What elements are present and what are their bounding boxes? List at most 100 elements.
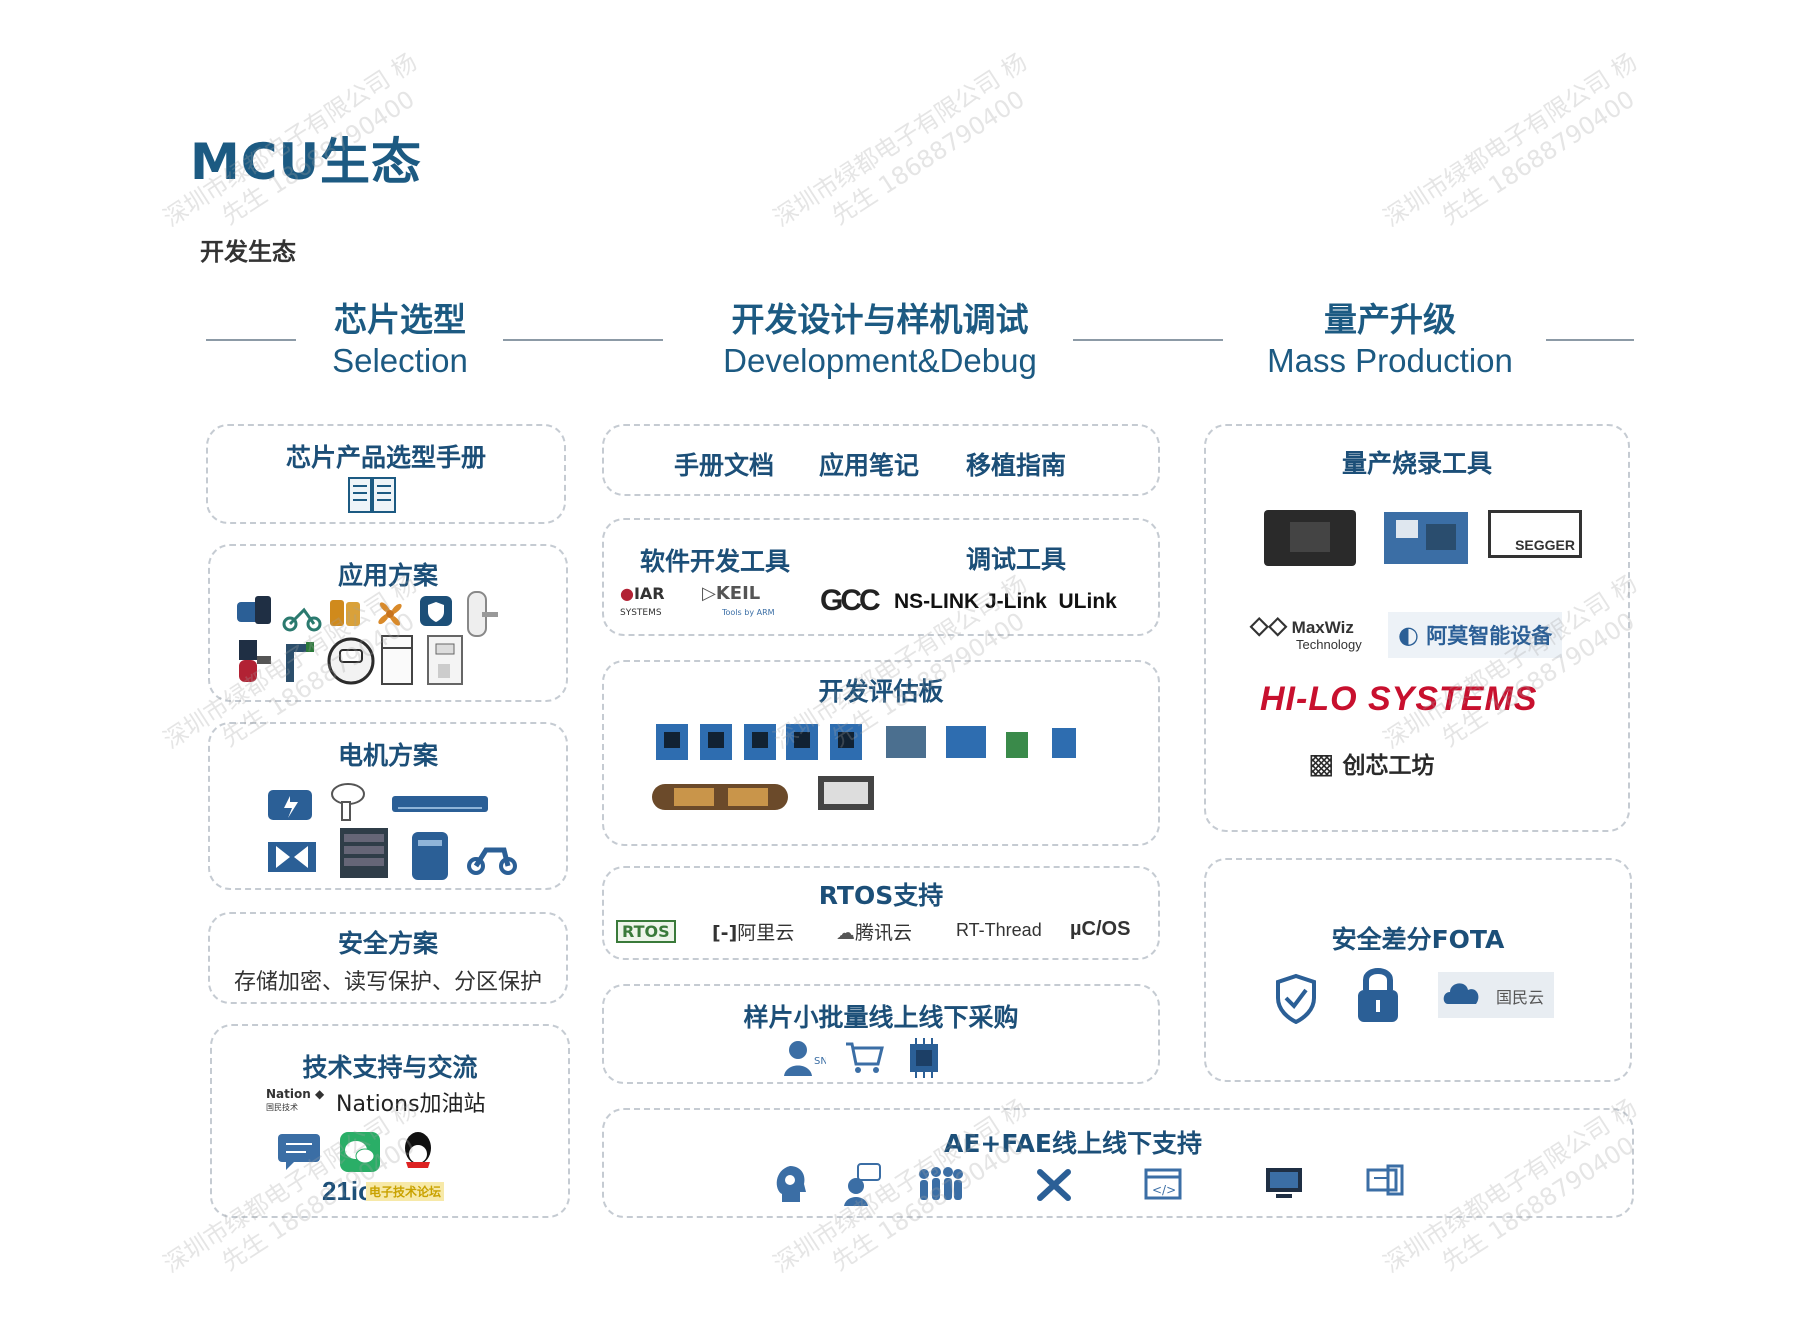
watermark: 深圳市绿都电子有限公司 杨先生 18688790400 bbox=[768, 47, 1032, 233]
tencent-cloud-logo: ☁腾讯云 bbox=[836, 922, 913, 944]
21ic-logo-label: 电子技术论坛 bbox=[366, 1182, 445, 1201]
security-device-icon bbox=[416, 592, 456, 632]
controller-icon bbox=[266, 786, 314, 826]
header-divider bbox=[1073, 339, 1223, 341]
dev-ae-support-card[interactable]: AE+FAE线上线下支持 </> bbox=[602, 1108, 1634, 1218]
column-header-production: 量产升级 Mass Production bbox=[1240, 300, 1540, 382]
page-subtitle: 开发生态 bbox=[200, 238, 296, 266]
card-title: 开发评估板 bbox=[818, 677, 944, 706]
support-agent-icon bbox=[844, 1162, 884, 1206]
card-title: 技术支持与交流 bbox=[302, 1053, 478, 1082]
column-title-en: Selection bbox=[332, 342, 468, 379]
national-cloud-label: 国民云 bbox=[1496, 988, 1545, 1007]
remote-desktop-icon bbox=[1366, 1164, 1406, 1202]
code-icon: </> bbox=[1144, 1166, 1184, 1204]
server-rack-icon bbox=[336, 826, 392, 882]
card-title: 芯片产品选型手册 bbox=[285, 443, 486, 472]
customer-service-icon: SN bbox=[782, 1038, 826, 1078]
card-title: 量产烧录工具 bbox=[1341, 449, 1492, 478]
header-divider bbox=[503, 339, 663, 341]
thinking-head-icon bbox=[770, 1162, 810, 1206]
chat-bubble-icon bbox=[276, 1132, 324, 1172]
column-title-cn: 开发设计与样机调试 bbox=[731, 300, 1029, 339]
air-conditioner-icon bbox=[390, 792, 490, 816]
aying-logo: ◐ 阿莫智能设备 bbox=[1388, 612, 1563, 658]
security-description: 存储加密、读写保护、分区保护 bbox=[233, 970, 542, 995]
qq-icon bbox=[398, 1128, 438, 1174]
selection-support-card[interactable]: 技术支持与交流 Nation ◆国民技术 Nations加油站 21ic 电子技… bbox=[210, 1024, 570, 1218]
book-icon bbox=[346, 476, 398, 516]
selection-security-card[interactable]: 安全方案 存储加密、读写保护、分区保护 bbox=[208, 912, 568, 1004]
app-notes-link[interactable]: 应用笔记 bbox=[819, 451, 920, 480]
hairdryer-icon bbox=[326, 594, 366, 634]
rt-thread-logo: RT-Thread bbox=[956, 920, 1042, 940]
aliyun-logo: [-]阿里云 bbox=[712, 922, 795, 944]
card-title: 电机方案 bbox=[337, 741, 438, 770]
refrigerator-icon bbox=[378, 634, 416, 686]
svg-text:SN: SN bbox=[814, 1056, 826, 1067]
robot-vacuum-icon bbox=[326, 636, 376, 686]
shield-check-icon bbox=[1274, 972, 1318, 1024]
card-title: 安全差分FOTA bbox=[1331, 925, 1505, 954]
card-title: RTOS支持 bbox=[818, 881, 944, 910]
porting-guide-link[interactable]: 移植指南 bbox=[966, 451, 1067, 480]
team-icon bbox=[916, 1164, 964, 1204]
motor-pump-icon bbox=[235, 636, 275, 686]
debuggers-list: NS-LINK J-Link ULink bbox=[894, 590, 1117, 613]
card-title: 应用方案 bbox=[337, 561, 438, 590]
coffee-machine-icon bbox=[424, 634, 466, 686]
segger-logo: SEGGER bbox=[1488, 510, 1582, 558]
prod-fota-card[interactable]: 安全差分FOTA 国民云 bbox=[1204, 858, 1632, 1082]
purifier-icon bbox=[408, 830, 452, 882]
svg-text:</>: </> bbox=[1152, 1183, 1176, 1197]
nations-forum-label: Nations加油站 bbox=[336, 1092, 486, 1117]
column-header-development: 开发设计与样机调试 Development&Debug bbox=[680, 300, 1080, 382]
nation-logo: Nation ◆国民技术 bbox=[266, 1087, 325, 1112]
column-title-cn: 芯片选型 bbox=[334, 300, 466, 339]
programmer-board-icon bbox=[1382, 508, 1470, 568]
shopping-cart-icon bbox=[844, 1040, 884, 1076]
fan-icon bbox=[370, 594, 410, 634]
valve-icon bbox=[266, 836, 318, 878]
gcc-logo: GCC bbox=[820, 584, 881, 617]
tools-icon bbox=[1034, 1166, 1074, 1204]
column-title-en: Development&Debug bbox=[723, 342, 1037, 379]
dev-rtos-card[interactable]: RTOS支持 RTOS [-]阿里云 ☁腾讯云 RT-Thread µC/OS bbox=[602, 866, 1160, 960]
page-title: MCU生态 bbox=[190, 133, 423, 191]
monitor-icon bbox=[1264, 1166, 1304, 1204]
eval-board-row-icon bbox=[886, 722, 1086, 762]
eval-board-row-icon bbox=[656, 720, 876, 762]
header-divider bbox=[206, 339, 296, 341]
power-tool-icon bbox=[280, 638, 320, 686]
water-pump-icon bbox=[235, 592, 275, 632]
header-divider bbox=[1546, 339, 1634, 341]
door-lock-icon bbox=[462, 590, 502, 640]
national-cloud-icon bbox=[1438, 970, 1554, 1020]
selection-motor-card[interactable]: 电机方案 bbox=[208, 722, 568, 890]
doc-manual-link[interactable]: 手册文档 bbox=[674, 451, 775, 480]
dev-boards-card[interactable]: 开发评估板 bbox=[602, 660, 1160, 846]
display-board-icon bbox=[816, 774, 876, 814]
card-title: 样片小批量线上线下采购 bbox=[743, 1003, 1019, 1032]
21ic-logo: 21ic bbox=[322, 1176, 373, 1206]
watermark: 深圳市绿都电子有限公司 杨先生 18688790400 bbox=[1378, 47, 1642, 233]
column-title-en: Mass Production bbox=[1267, 342, 1513, 379]
software-tools-title: 软件开发工具 bbox=[640, 547, 791, 576]
programmer-device-icon bbox=[1262, 508, 1358, 568]
card-title: AE+FAE线上线下支持 bbox=[944, 1129, 1203, 1158]
selection-manual-card[interactable]: 芯片产品选型手册 bbox=[206, 424, 566, 524]
dev-docs-card[interactable]: 手册文档 应用笔记 移植指南 bbox=[602, 424, 1160, 496]
ucos-logo: µC/OS bbox=[1070, 918, 1131, 940]
hairdryer-outline-icon bbox=[328, 780, 376, 824]
chuangxin-logo: ▩ 创芯工坊 bbox=[1308, 747, 1435, 780]
column-header-selection: 芯片选型 Selection bbox=[300, 300, 500, 382]
debug-probe-icon bbox=[650, 780, 790, 814]
chip-icon bbox=[904, 1038, 944, 1078]
selection-app-card[interactable]: 应用方案 bbox=[208, 544, 568, 702]
dev-purchase-card[interactable]: 样片小批量线上线下采购 SN bbox=[602, 984, 1160, 1084]
